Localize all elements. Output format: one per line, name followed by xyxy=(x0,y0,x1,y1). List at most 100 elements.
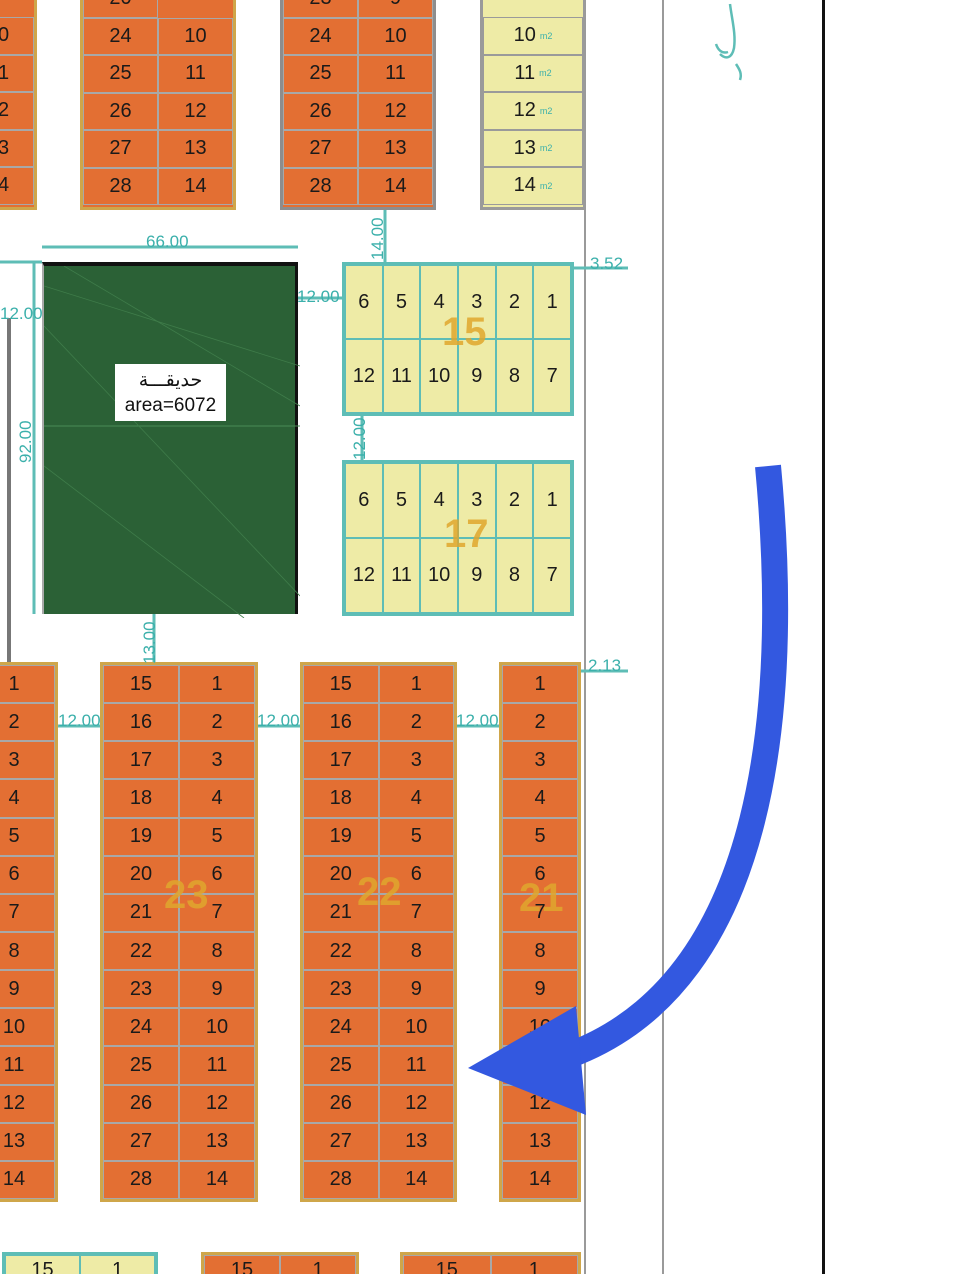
lot-cell[interactable]: 28 xyxy=(83,167,158,205)
lot-cell[interactable]: 28 xyxy=(303,1160,379,1199)
lot-cell[interactable]: 16 xyxy=(303,703,379,742)
lot-cell[interactable]: 28 xyxy=(283,167,358,205)
lot-cell[interactable]: 3 xyxy=(0,741,55,780)
lot-cell[interactable]: 1 xyxy=(533,265,571,339)
lot-cell[interactable]: 18 xyxy=(103,779,179,818)
lot-cell[interactable]: 14 xyxy=(158,167,233,205)
lot-cell[interactable]: 7 xyxy=(179,893,255,932)
lot-cell[interactable]: 9 xyxy=(0,970,55,1009)
lot-cell[interactable]: 24 xyxy=(303,1008,379,1047)
lot-cell[interactable]: 13 xyxy=(502,1122,578,1161)
lot-cell[interactable]: 4 xyxy=(420,265,458,339)
lot-cell[interactable]: 14 xyxy=(502,1160,578,1199)
lot-cell[interactable]: 22 xyxy=(103,932,179,971)
lot-cell[interactable]: 7 xyxy=(533,538,571,613)
lot-cell[interactable]: 26 xyxy=(83,92,158,130)
lot-cell[interactable]: 10 xyxy=(0,1008,55,1047)
lot-cell[interactable]: 25 xyxy=(103,1046,179,1085)
lot-cell[interactable]: 6 xyxy=(502,855,578,894)
lot-cell[interactable]: 24 xyxy=(283,17,358,55)
lot-cell[interactable]: 12 xyxy=(179,1084,255,1123)
lot-cell[interactable]: 24 xyxy=(103,1008,179,1047)
lot-cell[interactable]: 13 xyxy=(179,1122,255,1161)
lot-cell[interactable]: 1 xyxy=(179,665,255,704)
lot-cell[interactable]: 6 xyxy=(345,463,383,538)
lot-cell[interactable]: 5 xyxy=(179,817,255,856)
lot-cell[interactable]: 14 xyxy=(358,167,433,205)
lot-cell[interactable]: 13 xyxy=(158,130,233,168)
lot-cell[interactable]: 4 xyxy=(420,463,458,538)
lot-cell[interactable]: 17 xyxy=(103,741,179,780)
lot-cell[interactable]: 1 xyxy=(280,1255,356,1274)
lot-cell[interactable]: 5 xyxy=(382,265,421,339)
lot-cell[interactable]: 10 xyxy=(420,339,458,413)
lot-cell[interactable]: 5 xyxy=(378,817,454,856)
lot-cell[interactable]: 2 xyxy=(495,463,534,538)
lot-cell[interactable]: 3 xyxy=(458,265,496,339)
lot-cell[interactable]: 22 xyxy=(303,932,379,971)
lot-cell[interactable]: 13 xyxy=(378,1122,454,1161)
lot-cell[interactable]: 4 xyxy=(0,167,34,205)
lot-cell[interactable]: 10 xyxy=(502,1008,578,1047)
lot-cell[interactable]: 11 xyxy=(0,1046,55,1085)
lot-cell[interactable]: 2 xyxy=(495,265,534,339)
lot-cell[interactable]: 0 xyxy=(0,17,34,55)
lot-cell[interactable]: 26 xyxy=(103,1084,179,1123)
lot-cell[interactable]: 9 xyxy=(378,970,454,1009)
lot-cell[interactable]: 4 xyxy=(502,779,578,818)
lot-cell[interactable]: 4 xyxy=(0,779,55,818)
lot-cell[interactable]: 7 xyxy=(0,893,55,932)
lot-cell[interactable]: 21 xyxy=(303,893,379,932)
lot-cell[interactable]: 11 xyxy=(382,538,421,613)
lot-cell[interactable]: 17 xyxy=(303,741,379,780)
lot-cell[interactable]: 1 xyxy=(0,665,55,704)
lot-cell[interactable]: 12 xyxy=(358,92,433,130)
lot-cell[interactable]: 7 xyxy=(533,339,571,413)
lot-cell[interactable]: 23 xyxy=(103,970,179,1009)
lot-cell[interactable]: 5 xyxy=(502,817,578,856)
lot-cell[interactable]: 9 xyxy=(358,0,433,18)
lot-cell[interactable]: 5 xyxy=(0,817,55,856)
lot-cell[interactable]: 27 xyxy=(83,130,158,168)
lot-cell[interactable]: 15 xyxy=(204,1255,280,1274)
lot-cell[interactable]: 8 xyxy=(0,932,55,971)
lot-cell[interactable]: 6 xyxy=(0,855,55,894)
lot-cell[interactable]: 11 xyxy=(158,55,233,93)
lot-cell[interactable]: 25 xyxy=(283,55,358,93)
lot-cell[interactable]: 1 xyxy=(502,665,578,704)
lot-cell[interactable]: 20 xyxy=(103,855,179,894)
lot-cell[interactable]: 5 xyxy=(382,463,421,538)
lot-cell[interactable]: 26 xyxy=(283,92,358,130)
lot-cell[interactable]: 4 xyxy=(378,779,454,818)
lot-cell[interactable]: 24 xyxy=(83,17,158,55)
lot-cell[interactable]: 27 xyxy=(103,1122,179,1161)
lot-cell[interactable]: 12 xyxy=(502,1084,578,1123)
lot-cell[interactable]: 10 xyxy=(179,1008,255,1047)
lot-cell[interactable]: 1 xyxy=(0,54,34,92)
lot-cell[interactable]: 21 xyxy=(103,893,179,932)
lot-cell[interactable]: 11 xyxy=(358,55,433,93)
lot-cell[interactable]: 11 xyxy=(382,339,421,413)
lot-cell[interactable]: 10 xyxy=(420,538,458,613)
lot-cell[interactable]: 15 xyxy=(303,665,379,704)
lot-cell[interactable]: 15 xyxy=(403,1255,491,1274)
lot-cell[interactable]: 28 xyxy=(103,1160,179,1199)
lot-cell[interactable]: 12 xyxy=(345,339,383,413)
lot-cell[interactable]: 8 xyxy=(502,932,578,971)
lot-cell[interactable]: 2 xyxy=(0,92,34,130)
lot-cell[interactable]: 1 xyxy=(533,463,571,538)
lot-cell[interactable]: 2 xyxy=(0,703,55,742)
lot-cell[interactable]: 2 xyxy=(502,703,578,742)
lot-cell[interactable]: 8 xyxy=(495,538,534,613)
lot-cell[interactable]: 9 xyxy=(458,538,496,613)
lot-cell[interactable]: 11 xyxy=(502,1046,578,1085)
lot-cell[interactable]: 10 xyxy=(378,1008,454,1047)
lot-cell[interactable]: 7 xyxy=(502,893,578,932)
lot-cell[interactable]: 25 xyxy=(303,1046,379,1085)
lot-cell[interactable]: 20 xyxy=(83,0,158,18)
lot-cell[interactable]: 27 xyxy=(283,130,358,168)
lot-cell[interactable]: 12 xyxy=(378,1084,454,1123)
